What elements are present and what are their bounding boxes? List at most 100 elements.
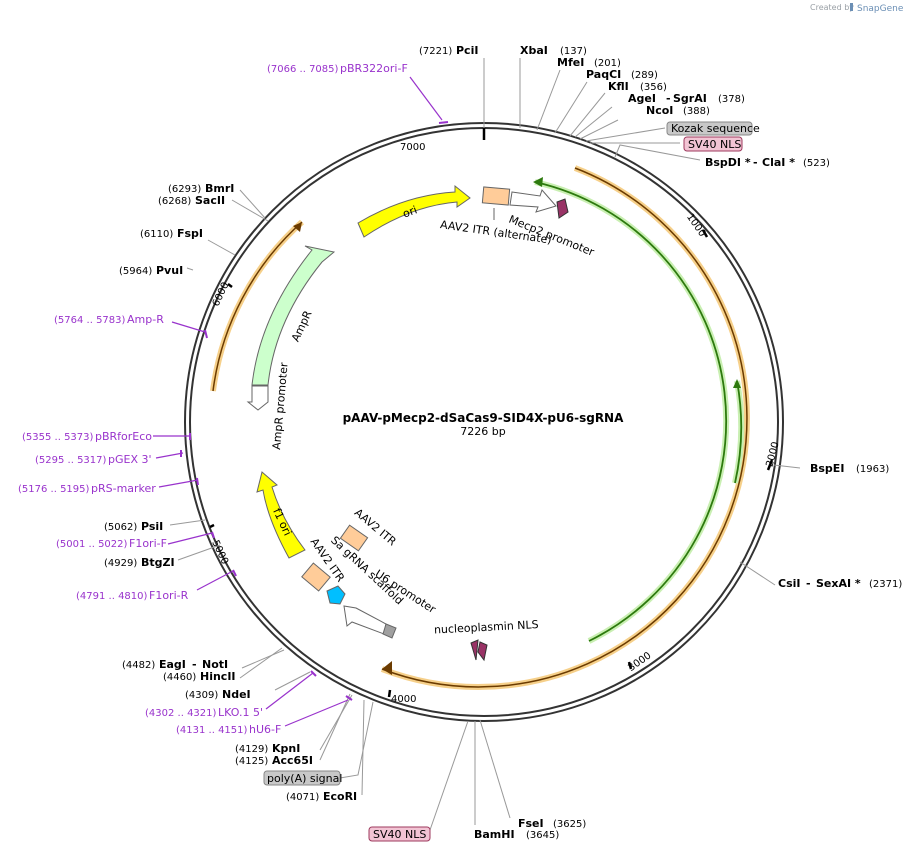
enzyme-pos-kpni: (4129) <box>235 744 268 755</box>
enzyme-pos-ncoi: (388) <box>683 106 710 117</box>
ori-feature <box>357 184 471 238</box>
primer-range-hu6-f: (4131 .. 4151) <box>176 725 248 736</box>
svg-text:SV40 NLS: SV40 NLS <box>373 828 426 841</box>
orange-arc-left <box>212 221 303 392</box>
enzyme-leaders <box>169 58 801 831</box>
enzyme-pos-eagi: (4482) <box>122 660 155 671</box>
primer-lko1-5[interactable]: LKO.1 5' <box>218 706 263 719</box>
tick-label-5000: 5000 <box>209 539 230 567</box>
enzyme-clai[interactable]: ClaI * <box>762 156 795 169</box>
plasmid-size: 7226 bp <box>460 425 505 438</box>
enzyme-pos-fspi: (6110) <box>140 229 173 240</box>
enzyme-xbai[interactable]: XbaI <box>520 44 548 57</box>
primer-prs-marker[interactable]: pRS-marker <box>91 482 156 495</box>
primer-hu6-f[interactable]: hU6-F <box>249 723 281 736</box>
enzyme-btgzi[interactable]: BtgZI <box>141 556 175 569</box>
enzyme-sacii[interactable]: SacII <box>195 194 225 207</box>
enzyme-eagi[interactable]: EagI <box>159 658 186 671</box>
enzyme-sgrai[interactable]: SgrAI <box>673 92 707 105</box>
enzyme-sgrai-dash: - <box>666 92 671 105</box>
enzyme-pos-bspdi: (523) <box>803 158 830 169</box>
snapgene-logo-icon <box>850 3 853 11</box>
enzyme-acc65i[interactable]: Acc65I <box>272 754 313 767</box>
tick-label-4000: 4000 <box>391 694 416 705</box>
enzyme-noti-dash: - <box>192 658 197 671</box>
sa-grna-scaffold-feature <box>326 585 346 605</box>
enzyme-agei[interactable]: AgeI <box>628 92 656 105</box>
u6-promoter-feature <box>343 605 387 635</box>
enzyme-pos-bmri: (6293) <box>168 184 201 195</box>
green-arc-inner <box>734 380 743 484</box>
orange-arc-main <box>381 167 748 688</box>
svg-text:SV40 NLS: SV40 NLS <box>688 138 741 151</box>
primer-leaders <box>153 76 443 727</box>
enzyme-pos-bspei: (1963) <box>856 464 889 475</box>
enzyme-pos-btgzi: (4929) <box>104 558 137 569</box>
enzyme-mfei[interactable]: MfeI <box>557 56 584 69</box>
enzyme-pos-mfei: (201) <box>594 58 621 69</box>
enzyme-fsei[interactable]: FseI <box>518 817 544 830</box>
enzyme-sexai-dash: - <box>806 577 811 590</box>
enzyme-bspdi[interactable]: BspDI * <box>705 156 751 169</box>
primer-range-prs-marker: (5176 .. 5195) <box>18 484 90 495</box>
enzyme-pos-pcii: (7221) <box>419 46 452 57</box>
ampr-promoter-feature <box>246 385 269 411</box>
primer-range-pbrforeco: (5355 .. 5373) <box>22 432 94 443</box>
polya-signal-box[interactable]: poly(A) signal <box>263 770 342 786</box>
enzyme-fspi[interactable]: FspI <box>177 227 203 240</box>
tick-label-1000: 1000 <box>684 212 708 239</box>
enzyme-bspei[interactable]: BspEI <box>810 462 844 475</box>
enzyme-pcii[interactable]: PciI <box>456 44 478 57</box>
enzyme-noti[interactable]: NotI <box>202 658 228 671</box>
enzyme-kpni[interactable]: KpnI <box>272 742 300 755</box>
kozak-nls-marker <box>556 198 569 219</box>
nucleoplasmin-nls-feature-2 <box>477 641 488 662</box>
enzyme-hincii[interactable]: HincII <box>200 670 236 683</box>
enzyme-psii[interactable]: PsiI <box>141 520 163 533</box>
enzyme-kfli[interactable]: KflI <box>608 80 629 93</box>
primer-f1ori-r[interactable]: F1ori-R <box>149 589 189 602</box>
enzyme-pos-agei: (378) <box>718 94 745 105</box>
primer-ticks <box>180 121 449 701</box>
enzyme-pos-sacii: (6268) <box>158 196 191 207</box>
primer-range-f1ori-r: (4791 .. 4810) <box>76 591 148 602</box>
enzyme-pvui[interactable]: PvuI <box>156 264 183 277</box>
enzyme-bamhi[interactable]: BamHI <box>474 828 515 841</box>
ampr-promoter-label: AmpR promoter <box>270 362 291 451</box>
enzyme-ndei[interactable]: NdeI <box>222 688 251 701</box>
enzyme-ncoi[interactable]: NcoI <box>646 104 673 117</box>
primer-range-amp-r: (5764 .. 5783) <box>54 315 126 326</box>
nucleoplasmin-nls-feature-1 <box>470 639 479 661</box>
green-arc-outer-arrowhead <box>533 177 543 187</box>
ampr-label: AmpR <box>289 308 315 344</box>
polya-marker <box>382 623 397 639</box>
enzyme-sexai[interactable]: SexAI * <box>816 577 861 590</box>
enzyme-paqci[interactable]: PaqCI <box>586 68 621 81</box>
enzyme-pos-pvui: (5964) <box>119 266 152 277</box>
kozak-sequence-box[interactable]: Kozak sequence <box>666 121 760 136</box>
enzyme-pos-csii: (2371) <box>869 579 902 590</box>
sv40-nls-box-bottom[interactable]: SV40 NLS <box>368 826 431 842</box>
primer-range-pgex3: (5295 .. 5317) <box>35 455 107 466</box>
enzyme-bmri[interactable]: BmrI <box>205 182 234 195</box>
plasmid-name: pAAV-pMecp2-dSaCas9-SID4X-pU6-sgRNA <box>343 411 625 425</box>
primer-pgex3[interactable]: pGEX 3' <box>108 453 152 466</box>
tick-label-7000: 7000 <box>400 142 425 153</box>
sv40-nls-box-top[interactable]: SV40 NLS <box>683 136 743 152</box>
primer-pbr322ori-f[interactable]: pBR322ori-F <box>340 62 408 75</box>
enzyme-pos-hincii: (4460) <box>163 672 196 683</box>
aav2-itr-alternate-feature <box>481 186 511 206</box>
enzyme-pos-bamhi: (3645) <box>526 830 559 841</box>
primer-f1ori-f[interactable]: F1ori-F <box>129 537 167 550</box>
nucleoplasmin-nls-label: nucleoplasmin NLS <box>434 618 539 636</box>
orange-arc-main-arrowhead <box>382 661 392 675</box>
primer-amp-r[interactable]: Amp-R <box>127 313 164 326</box>
primer-pbrforeco[interactable]: pBRforEco <box>95 430 152 443</box>
orange-arc-left-arrowhead <box>293 222 302 232</box>
enzyme-pos-fsei: (3625) <box>553 819 586 830</box>
enzyme-pos-kfli: (356) <box>640 82 667 93</box>
enzyme-csii[interactable]: CsiI <box>778 577 800 590</box>
enzyme-pos-xbai: (137) <box>560 46 587 57</box>
enzyme-ecori[interactable]: EcoRI <box>323 790 357 803</box>
tick-marks <box>209 128 774 698</box>
